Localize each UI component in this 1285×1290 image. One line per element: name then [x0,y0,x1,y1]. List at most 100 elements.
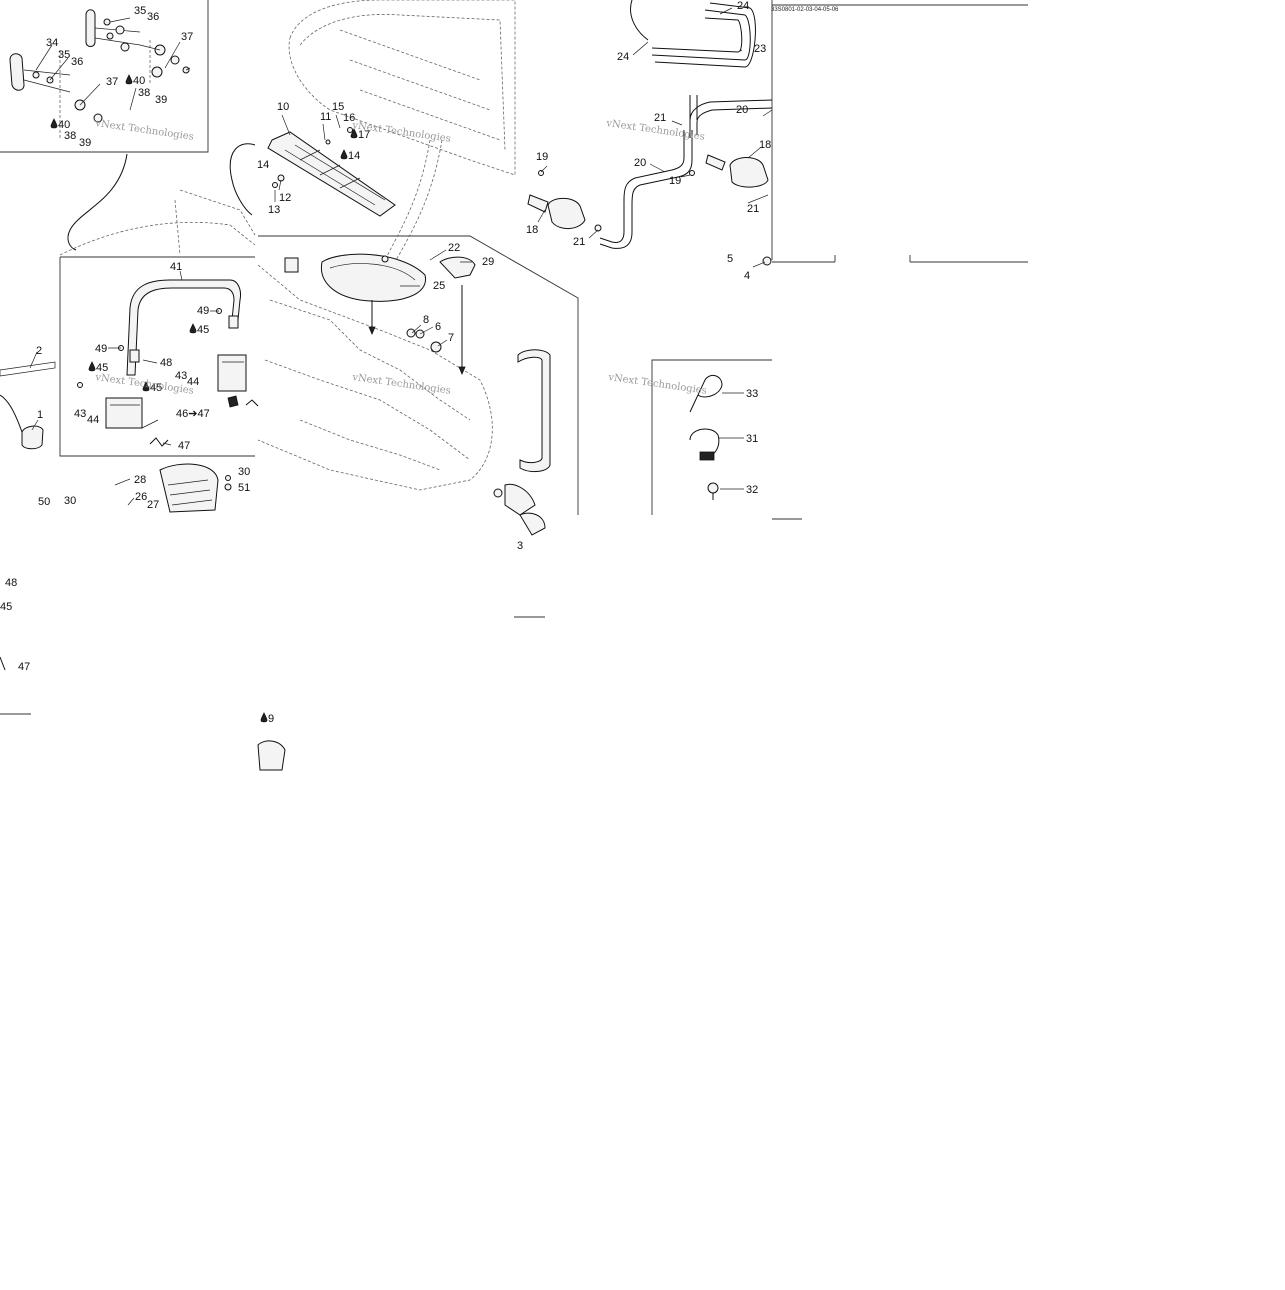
part-label-3: 3 [517,540,523,552]
footrest-part [267,131,396,217]
part-label-38: 38 [138,87,150,99]
drain-hose-assembly [599,0,773,249]
part-label-34: 34 [46,37,58,49]
part-label-45: 45 [0,601,12,613]
part-label-43: 43 [175,370,187,382]
watermark-text: vNext Technologies [351,372,452,397]
storage-tray-part [320,253,426,302]
adhesive-drop-icon [350,128,358,139]
part-label-8: 8 [423,314,429,326]
part-label-11: 11 [320,111,331,123]
adhesive-drop-icon [50,118,58,129]
part-label-10: 10 [277,101,289,113]
part-label-25: 25 [433,280,445,292]
spring-parts [0,399,259,671]
part-label-4: 4 [744,270,750,282]
part-label-44: 44 [87,414,99,426]
part-label-7: 7 [448,332,454,344]
inset-frames [0,0,1028,715]
part-label-21: 21 [747,203,759,215]
adhesive-drop-icon [189,323,197,334]
hull-outline [59,0,516,491]
screw-part [707,482,719,500]
part-label-29: 29 [482,256,494,268]
part-label-35: 35 [134,5,146,17]
part-label-14: 14 [257,159,269,171]
part-label-19: 19 [536,151,548,163]
part-label-43: 43 [74,408,86,420]
part-label-18: 18 [759,139,771,151]
part-label-19: 19 [669,175,681,187]
part-label-39: 39 [79,137,91,149]
part-label-27: 27 [147,499,159,511]
adhesive-drop-icon [88,361,96,372]
adhesive-drop-icon [340,149,348,160]
part-label-50: 50 [38,496,50,508]
part-label-30: 30 [238,466,250,478]
part-label-41: 41 [170,261,182,273]
drain-plug-left [527,194,586,229]
adhesive-drop-icon [125,74,133,85]
strap-part-2 [0,361,56,377]
u-bracket-part [517,349,551,473]
adhesive-drop-icon [142,381,150,392]
part-label-23: 23 [754,43,766,55]
part-label-45: 45 [197,324,209,336]
part-label-22: 22 [448,242,460,254]
part-label-24: 24 [737,0,749,12]
part-label-48: 48 [5,577,17,589]
part-label-2: 2 [36,345,42,357]
fasteners [32,18,772,498]
part-label-5: 5 [727,253,733,265]
part-label-15: 15 [332,101,344,113]
part-label-21: 21 [573,236,585,248]
part-label-35: 35 [58,49,70,61]
part-label-33: 33 [746,388,758,400]
part-label-49: 49 [95,343,107,355]
reference-code: 33S0801-02-03-04-05-06 [771,7,839,13]
part-label-37: 37 [106,76,118,88]
part-label-45: 45 [96,362,108,374]
rails-upper-left [9,9,151,140]
part-label-39: 39 [155,94,167,106]
part-label-40: 40 [133,75,145,87]
watermark-text: vNext Technologies [351,120,452,145]
part-label-17: 17 [358,129,370,141]
part-label-20: 20 [634,157,646,169]
lower-edge-fragments [257,483,546,771]
clamp-part [689,428,720,461]
cable-tie-part [689,374,723,413]
part-label-36: 36 [147,11,159,23]
part-label-47: 47 [178,440,190,452]
part-label-1: 1 [37,409,43,421]
part-label-48: 48 [160,357,172,369]
part-label-30: 30 [64,495,76,507]
part-label-40: 40 [58,119,70,131]
part-label-49: 49 [197,305,209,317]
part-label-45: 45 [150,382,162,394]
part-label-32: 32 [746,484,758,496]
part-label-51: 51 [238,482,250,494]
part-label-21: 21 [654,112,666,124]
part-label-16: 16 [343,112,355,124]
part-label-24: 24 [617,51,629,63]
part-label-12: 12 [279,192,291,204]
adhesive-drop-icon [260,712,268,723]
handle-bar-part [126,279,241,376]
part-label-20: 20 [736,104,748,116]
part-label-13: 13 [268,204,280,216]
leader-lines [29,7,773,506]
part-label-46-to-47: 46➔47 [176,408,210,420]
part-label-14: 14 [348,150,360,162]
part-label-44: 44 [187,376,199,388]
part-label-6: 6 [435,321,441,333]
part-label-18: 18 [526,224,538,236]
grille-part [159,463,219,513]
part-label-38: 38 [64,130,76,142]
part-label-31: 31 [746,433,758,445]
cooler-part-1 [0,394,44,450]
hinge-assembly-part [105,354,247,429]
